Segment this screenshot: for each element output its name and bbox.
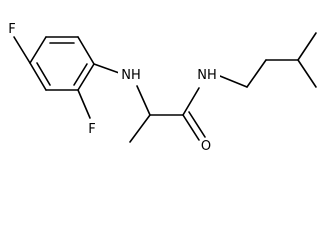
bond-amide-nh-chain — [214, 73, 248, 88]
atom-carbonyl-oxygen: O — [200, 138, 212, 154]
bond-ring-fluorine-bottom — [77, 89, 91, 119]
fluorine-bottom-label: F — [88, 122, 95, 137]
ring-bond-c4-c5-inner — [36, 62, 51, 86]
chain-bond-1 — [246, 59, 267, 88]
bond-ring-fluorine-top — [13, 36, 31, 64]
bond-amine-alpha-carbon — [136, 85, 151, 116]
bond-ring-amine — [93, 63, 123, 75]
chain-bond-3 — [297, 59, 317, 88]
atom-amine-nh: NH — [118, 66, 144, 83]
bond-carbonyl-amide-nh — [182, 87, 200, 116]
bond-alpha-carbon-methyl — [129, 114, 151, 143]
amide-nh-label: NH — [197, 68, 217, 83]
bond-carbonyl-oxygen — [182, 114, 200, 141]
carbonyl-oxygen-label: O — [201, 139, 211, 154]
ring-bond-c2-c3 — [77, 63, 95, 91]
chain-bond-4 — [297, 32, 317, 61]
ring-bond-c2-c3-inner — [73, 63, 88, 86]
ring-bond-c4-c5 — [29, 62, 47, 91]
fluorine-top-label: F — [8, 22, 15, 37]
benzene-ring — [29, 36, 95, 91]
atom-fluorine-bottom: F — [88, 122, 95, 137]
isopentyl-chain — [246, 32, 317, 88]
molecule-structure-diagram: F NH F NH O — [8, 22, 317, 154]
ring-bond-c1-c2 — [77, 36, 95, 65]
atom-amide-nh: NH — [194, 66, 220, 83]
ring-bond-c5-c6 — [29, 36, 47, 64]
atom-fluorine-top: F — [8, 22, 15, 37]
bond-carbonyl-oxygen-double — [188, 111, 206, 138]
amine-nh-label: NH — [121, 68, 141, 83]
